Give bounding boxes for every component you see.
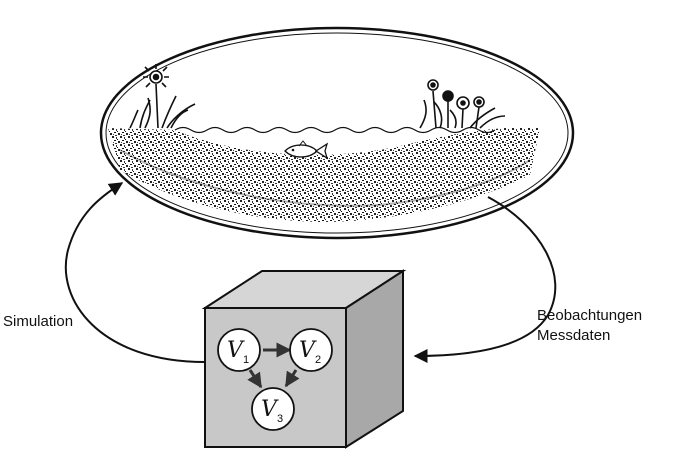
node-v3: V 3 <box>251 387 295 431</box>
observation-arrow <box>413 196 557 363</box>
node-v1-subscript: 1 <box>243 354 249 366</box>
node-v3-symbol: V <box>261 397 279 422</box>
simulation-label: Simulation <box>3 313 73 330</box>
node-v2: V 2 <box>289 328 333 372</box>
measurement-label: Messdaten <box>537 327 610 344</box>
edge-v2-v3 <box>284 369 300 388</box>
lake-sediment <box>108 128 540 222</box>
edge-v1-v3 <box>247 369 263 389</box>
node-v1-symbol: V <box>227 338 245 363</box>
node-v2-symbol: V <box>299 338 317 363</box>
ecosystem-ellipse <box>99 26 575 240</box>
plants-right-icon <box>419 79 506 129</box>
fish-icon <box>284 140 329 160</box>
water-surface <box>174 126 496 134</box>
simulation-arrow <box>64 182 206 363</box>
node-v3-subscript: 3 <box>277 413 283 425</box>
plants-left-icon <box>129 64 196 129</box>
node-v1: V 1 <box>217 328 261 372</box>
node-v2-subscript: 2 <box>315 354 321 366</box>
observation-label: Beobachtungen <box>537 307 642 324</box>
